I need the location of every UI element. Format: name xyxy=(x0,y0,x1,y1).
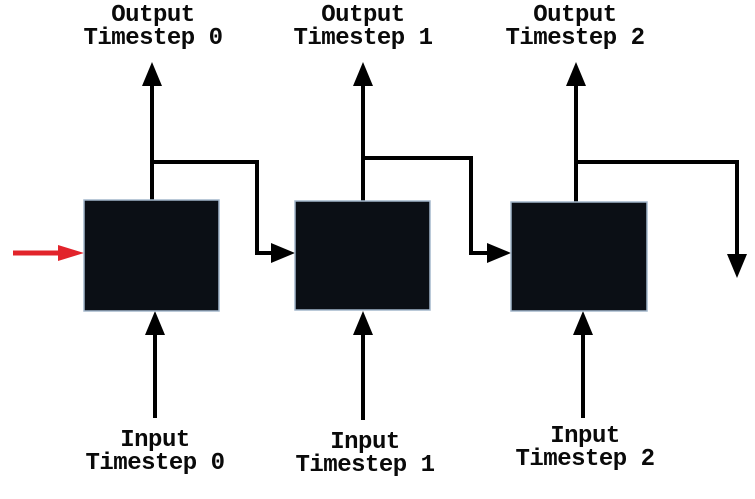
input-label-1: Input Timestep 1 xyxy=(295,429,435,479)
output-label-2: Output Timestep 2 xyxy=(505,2,645,52)
rnn-cell-2 xyxy=(510,201,648,312)
recurrent-arrow-0-1 xyxy=(152,160,295,263)
rnn-cell-1 xyxy=(294,200,431,311)
rnn-cell-0 xyxy=(83,199,220,312)
input-label-0: Input Timestep 0 xyxy=(85,427,225,477)
output-label-1: Output Timestep 1 xyxy=(293,2,433,52)
input-label-2: Input Timestep 2 xyxy=(515,423,655,473)
output-label-0: Output Timestep 0 xyxy=(83,2,223,52)
recurrent-arrow-1-2 xyxy=(363,156,511,263)
final-state-arrow xyxy=(576,160,747,278)
